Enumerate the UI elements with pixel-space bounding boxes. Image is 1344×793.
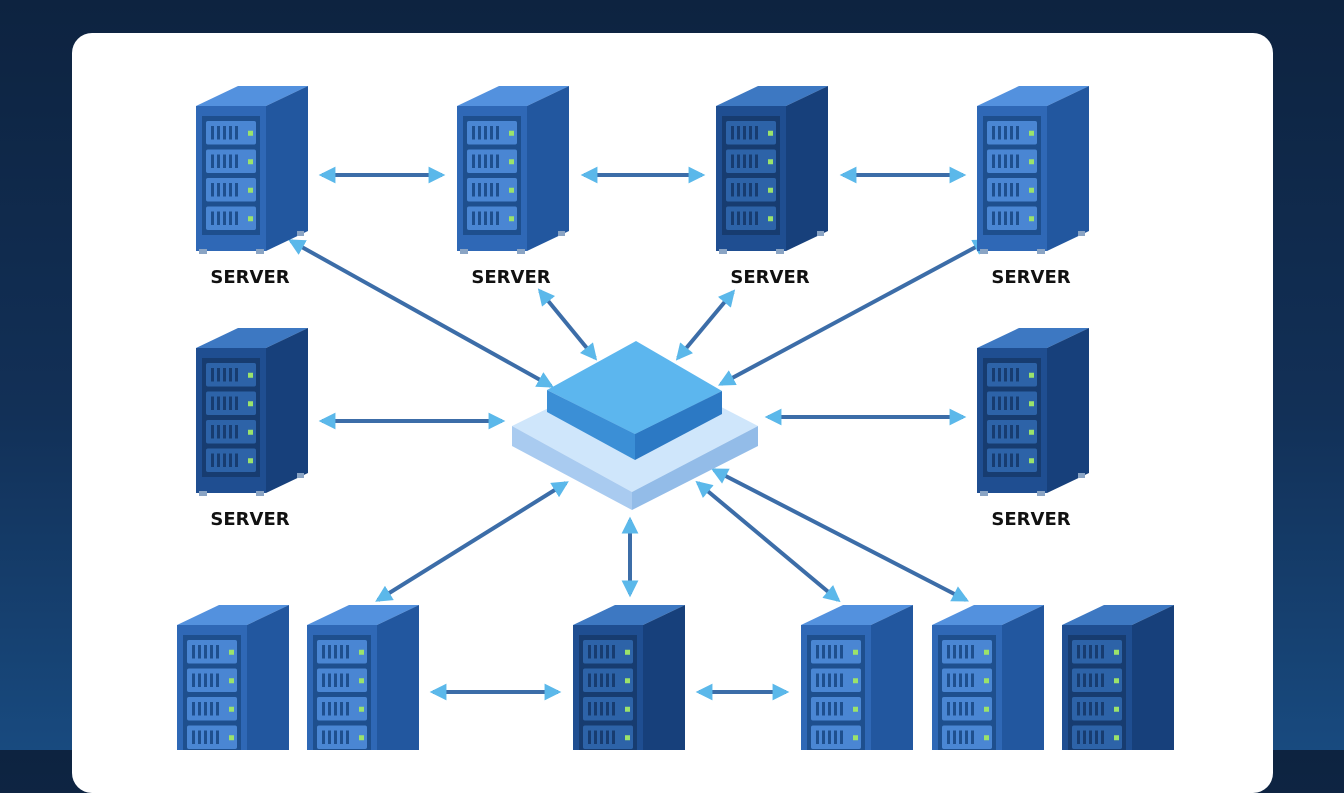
server-rack-icon xyxy=(196,328,308,496)
server-rack-icon xyxy=(307,605,419,750)
connection-arrow xyxy=(537,288,598,361)
server-label: SERVER xyxy=(730,267,809,288)
server-rack-icon xyxy=(177,605,289,750)
server-rack-icon xyxy=(457,86,569,254)
server-label: SERVER xyxy=(991,509,1070,530)
connection-arrow xyxy=(711,468,969,602)
server-rack-icon xyxy=(801,605,913,750)
servers-layer xyxy=(177,86,1174,750)
server-rack-icon xyxy=(573,605,685,750)
hub-layer xyxy=(512,341,758,510)
server-rack-icon xyxy=(977,86,1089,254)
server-rack-icon xyxy=(716,86,828,254)
server-rack-icon xyxy=(1062,605,1174,750)
connection-arrow xyxy=(375,481,569,602)
server-rack-icon xyxy=(977,328,1089,496)
network-diagram: SERVER SERVER SERVER SERVER SERVER SERVER xyxy=(177,86,1174,750)
server-rack-icon xyxy=(932,605,1044,750)
server-label: SERVER xyxy=(210,509,289,530)
server-label: SERVER xyxy=(471,267,550,288)
server-label: SERVER xyxy=(991,267,1070,288)
network-hub-icon xyxy=(512,341,758,510)
connection-arrow xyxy=(288,239,554,388)
labels-layer: SERVER SERVER SERVER SERVER SERVER SERVER xyxy=(210,267,1070,530)
connections-layer xyxy=(288,166,990,701)
connection-arrow xyxy=(675,289,736,361)
connection-arrow xyxy=(718,239,990,386)
server-label: SERVER xyxy=(210,267,289,288)
server-rack-icon xyxy=(196,86,308,254)
connection-arrow xyxy=(695,480,841,603)
